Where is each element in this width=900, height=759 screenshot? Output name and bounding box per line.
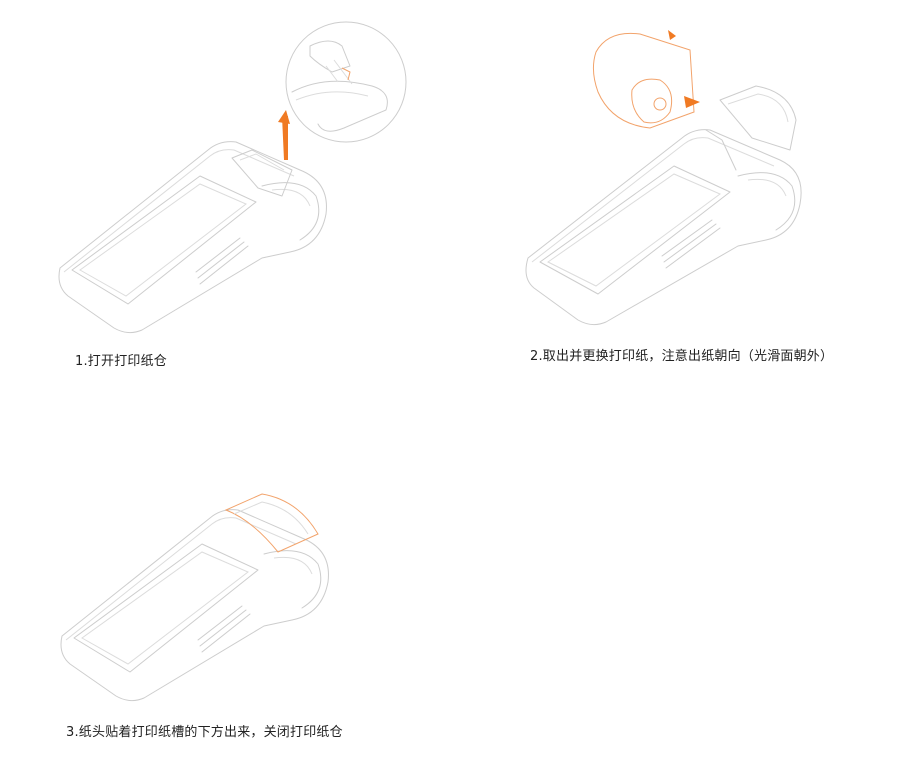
step1-caption: 1.打开打印纸仓 [75,354,168,369]
step2-caption: 2.取出并更换打印纸，注意出纸朝向（光滑面朝外） [530,349,834,364]
step3-device-illustration [60,493,329,702]
step1-device-illustration [58,21,407,334]
step2-device-illustration [525,30,802,326]
step3-caption: 3.纸头贴着打印纸槽的下方出来，关闭打印纸仓 [66,725,343,740]
